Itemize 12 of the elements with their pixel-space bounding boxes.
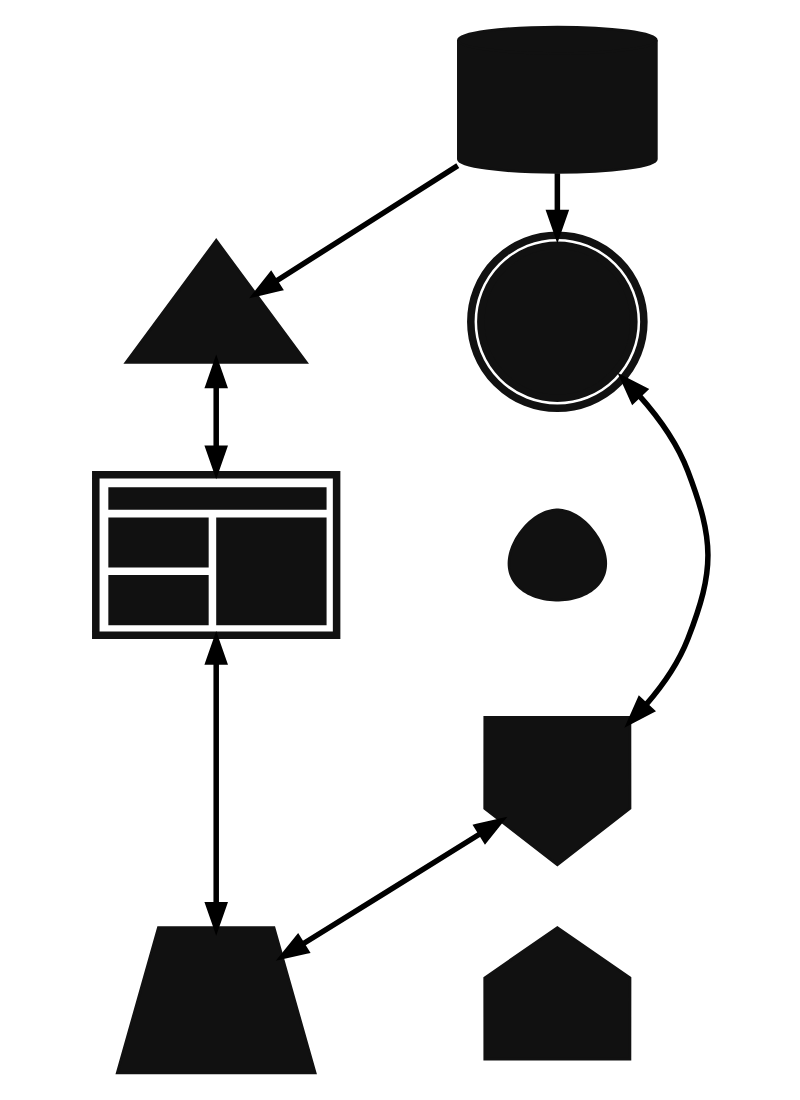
node-picture: [123, 238, 309, 364]
node-picture: [483, 926, 632, 1061]
arrow: [204, 630, 228, 936]
arrow: [249, 163, 460, 299]
arrow: [204, 354, 228, 480]
node-picture: [507, 508, 608, 602]
arrow: [617, 372, 711, 728]
arrow: [275, 816, 508, 961]
node-picture: [115, 926, 317, 1075]
node-picture: [483, 716, 632, 867]
arrow: [545, 173, 570, 244]
node-picture: [92, 471, 341, 640]
